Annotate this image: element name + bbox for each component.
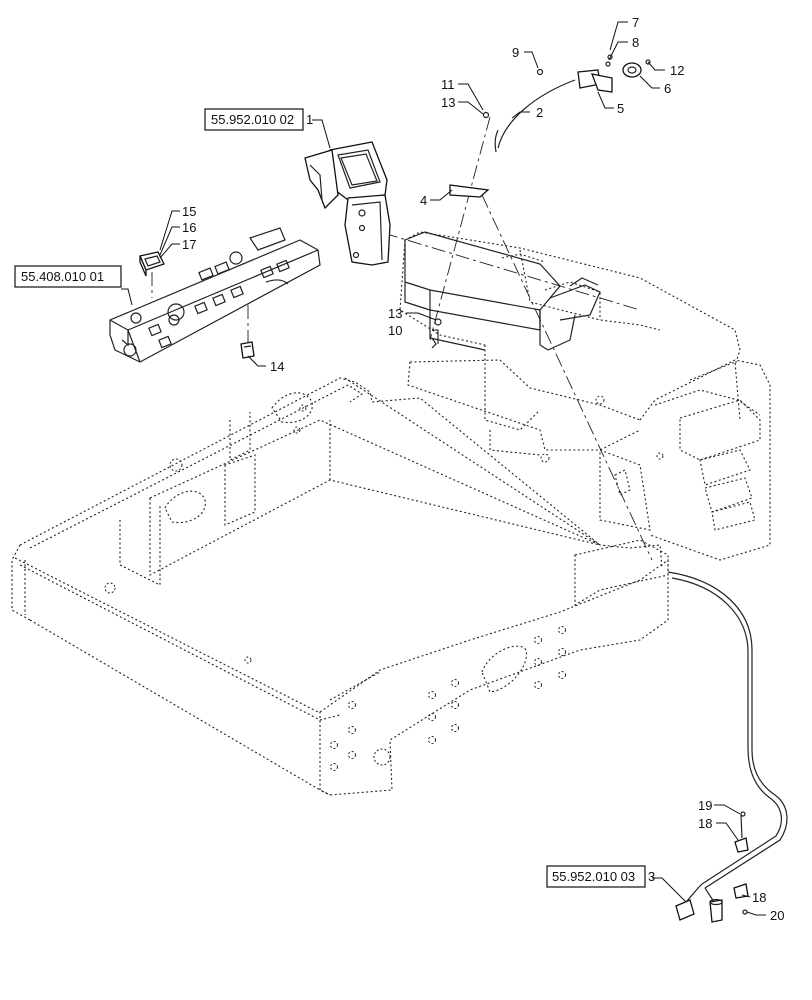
ref-box-3 xyxy=(546,865,646,888)
part-display-monitor xyxy=(304,141,391,266)
callout-19: 19 xyxy=(698,798,712,813)
callout-17: 17 xyxy=(182,237,196,252)
callout-10: 10 xyxy=(388,323,402,338)
callout-5: 5 xyxy=(617,101,624,116)
center-lines xyxy=(151,116,653,561)
part-cable xyxy=(494,79,576,153)
part-fasteners-mid xyxy=(431,318,442,349)
part-harness xyxy=(667,571,788,923)
callout-7: 7 xyxy=(632,15,639,30)
callout-11: 11 xyxy=(441,77,455,92)
callout-12: 12 xyxy=(670,63,684,78)
part-control-panel xyxy=(109,227,321,363)
main-frame xyxy=(11,377,669,796)
callout-13a: 13 xyxy=(441,95,455,110)
console-box xyxy=(404,231,601,351)
callout-14: 14 xyxy=(270,359,284,374)
callout-6: 6 xyxy=(664,81,671,96)
ref-box-1 xyxy=(204,108,304,131)
callout-13b: 13 xyxy=(388,306,402,321)
callout-8: 8 xyxy=(632,35,639,50)
ref-label-3[interactable]: 55.952.010 03 xyxy=(552,869,635,884)
reference-boxes: 55.952.010 02 55.408.010 01 55.952.010 0… xyxy=(14,108,646,888)
part-small-connector xyxy=(240,341,255,359)
callout-numbers: 1 2 3 4 5 6 7 8 9 10 11 12 13 13 14 15 1… xyxy=(182,15,784,923)
callout-18a: 18 xyxy=(698,816,712,831)
callout-9: 9 xyxy=(512,45,519,60)
ref-box-2 xyxy=(14,265,122,288)
part-connector xyxy=(482,54,651,119)
callout-15: 15 xyxy=(182,204,196,219)
part-bracket xyxy=(449,184,490,198)
callout-18b: 18 xyxy=(752,890,766,905)
part-rocker-switch xyxy=(139,251,165,277)
leader-lines xyxy=(121,21,766,916)
cab-structure xyxy=(399,231,771,561)
ref-label-1[interactable]: 55.952.010 02 xyxy=(211,112,294,127)
callout-4: 4 xyxy=(420,193,427,208)
callout-1: 1 xyxy=(306,112,313,127)
callout-16: 16 xyxy=(182,220,196,235)
callout-20: 20 xyxy=(770,908,784,923)
callout-2: 2 xyxy=(536,105,543,120)
ref-label-2[interactable]: 55.408.010 01 xyxy=(21,269,104,284)
callout-3: 3 xyxy=(648,869,655,884)
